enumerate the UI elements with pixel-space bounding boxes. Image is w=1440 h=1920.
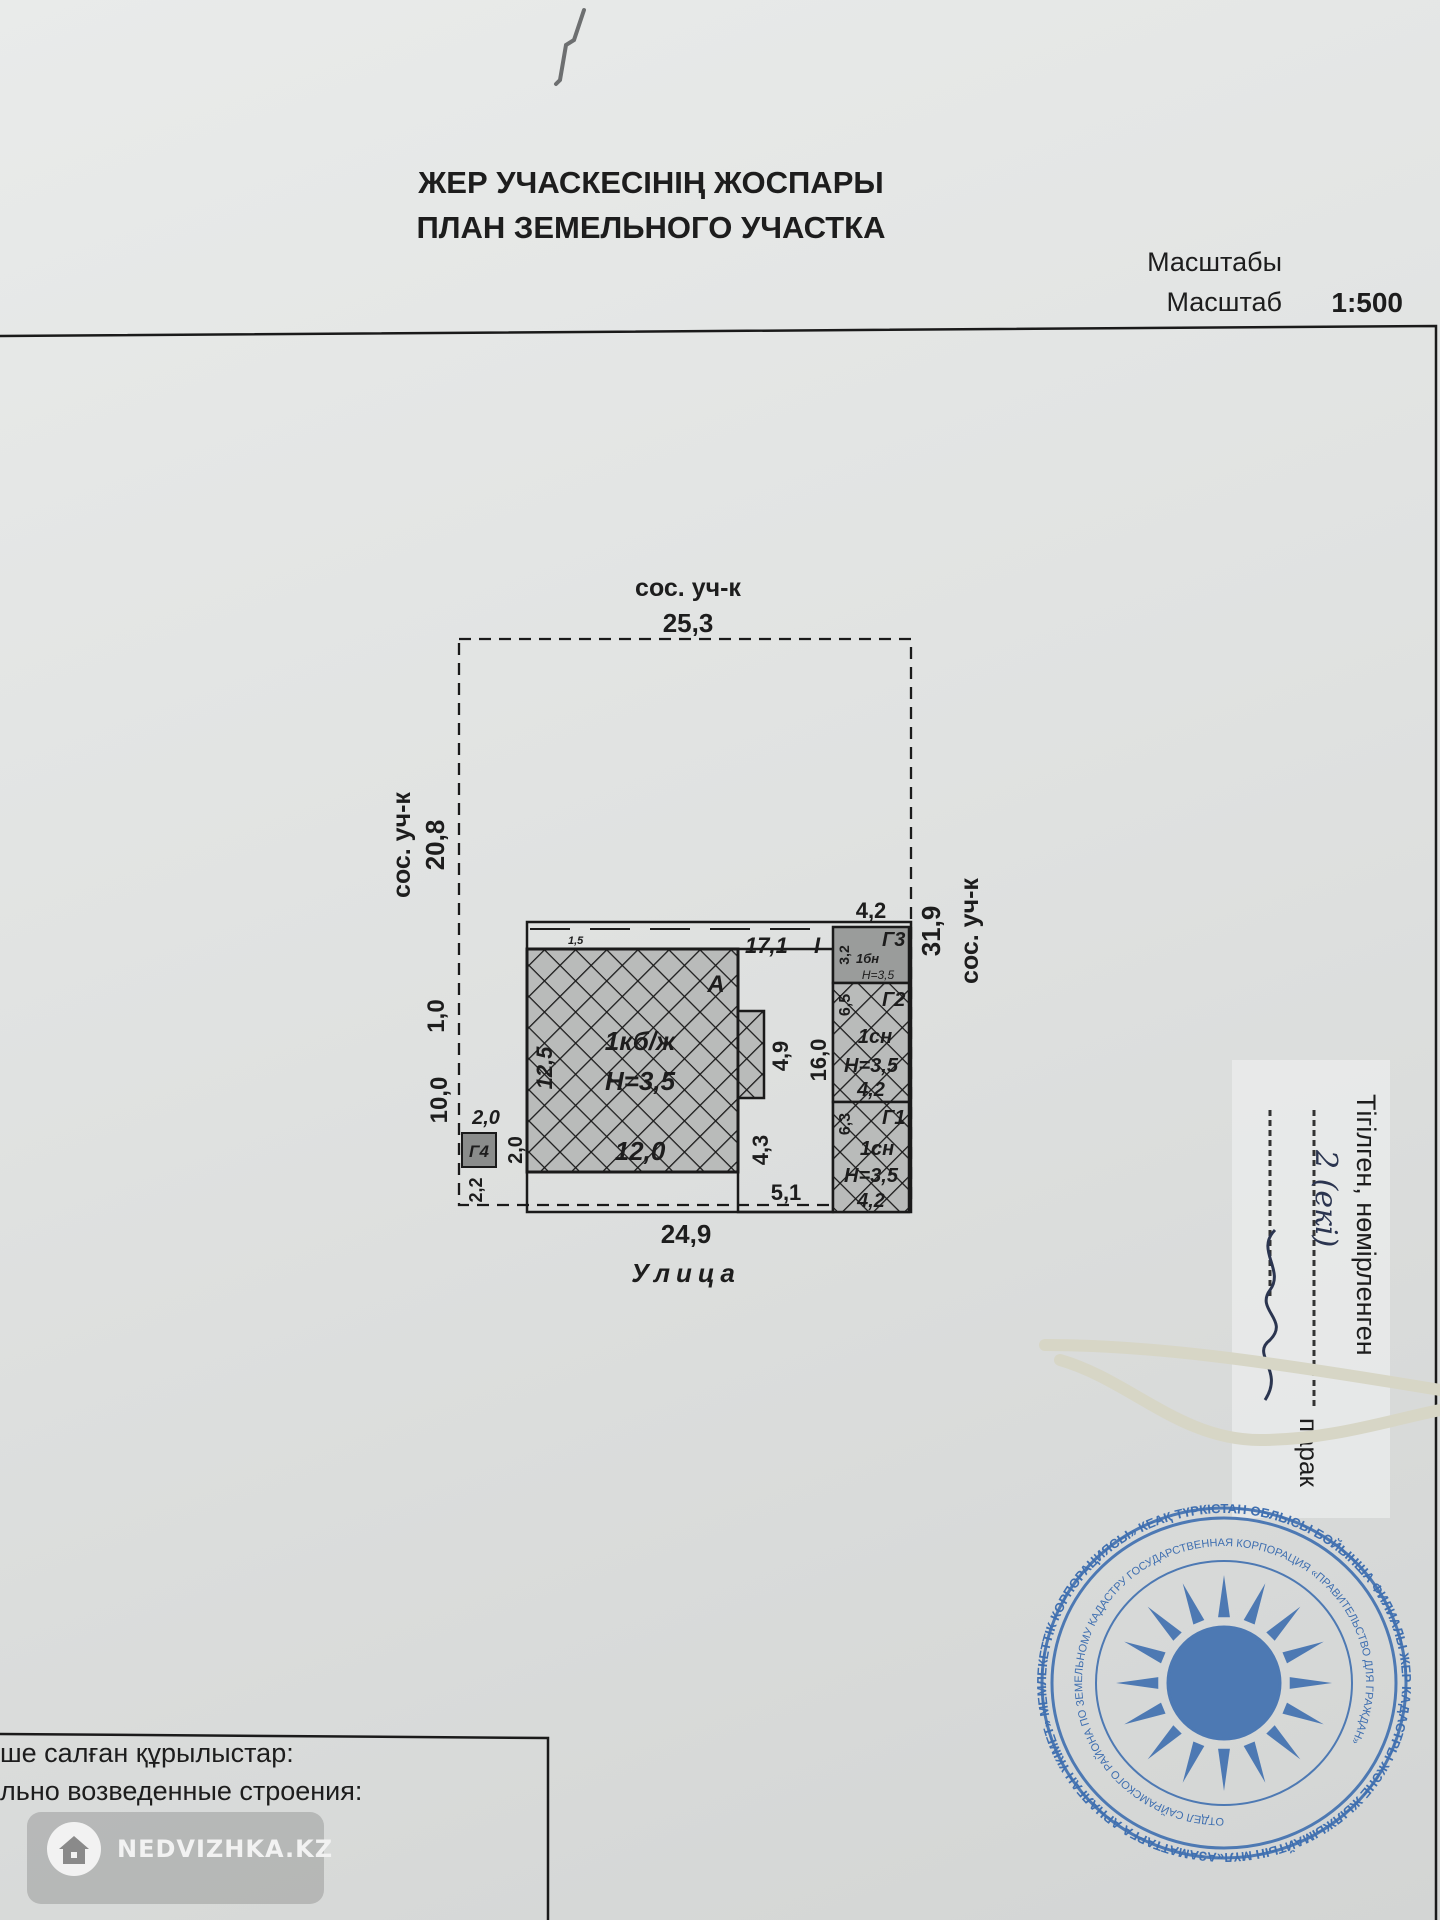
yard-length-label: 17,1 xyxy=(745,933,788,958)
house-annex xyxy=(736,1009,766,1100)
g1-material: 1сн xyxy=(860,1138,894,1160)
g3-name: Г3 xyxy=(882,929,905,951)
house-letter: А xyxy=(706,971,724,998)
street-label: Улица xyxy=(631,1258,741,1288)
house-code: 1кб/ж xyxy=(605,1026,677,1056)
binding-string xyxy=(1039,1339,1440,1447)
footer-line-kz: ше салған құрылыстар: xyxy=(0,1738,294,1768)
house-side-left: 2,0 xyxy=(505,1136,527,1164)
top-gap-label: 1,5 xyxy=(568,935,584,947)
lower-side: 4,3 xyxy=(748,1135,773,1166)
g2-depth: 6,5 xyxy=(837,994,854,1016)
g4-offset: 2,2 xyxy=(466,1177,486,1202)
stamp-ray xyxy=(1266,1725,1301,1760)
left-lower-label: 10,0 xyxy=(426,1077,453,1124)
g1-height: Н=3,5 xyxy=(844,1165,899,1187)
g3-depth: 3,2 xyxy=(836,945,852,965)
stamp-ray xyxy=(1243,1583,1266,1625)
yard-roman-label: I xyxy=(814,933,821,958)
footer-line-ru: льно возведенные строения: xyxy=(0,1776,362,1806)
left-length-label: 20,8 xyxy=(420,820,450,871)
title-kz: ЖЕР УЧАСКЕСІНІҢ ЖОСПАРЫ xyxy=(417,165,883,200)
stamp-ray xyxy=(1182,1741,1205,1783)
g2-material: 1сн xyxy=(858,1026,892,1048)
stamp-ray xyxy=(1266,1606,1301,1641)
stamp-outer-text: «АЗАМАТТАРҒА АРНАЛҒАН ҮКІМЕТ» МЕМЛЕКЕТТІ… xyxy=(0,0,1414,1865)
certification-text: Тігілген, нөмірленген xyxy=(1351,1094,1381,1356)
right-length-label: 31,9 xyxy=(916,906,946,957)
g3-material: 1бн xyxy=(856,951,879,966)
yard-bottom: 5,1 xyxy=(771,1180,802,1205)
stamp-sun-rays xyxy=(1116,1575,1332,1791)
footer-box xyxy=(0,1732,550,1920)
house-height: Н=3,5 xyxy=(605,1066,676,1096)
watermark-text: NEDVIZHKA.KZ xyxy=(117,1835,334,1863)
annex-depth: 4,9 xyxy=(768,1041,793,1072)
g1-depth: 6,3 xyxy=(837,1113,854,1135)
house-a xyxy=(525,947,740,1174)
official-stamp xyxy=(1040,1506,1408,1860)
stamp-ray xyxy=(1147,1725,1182,1760)
g4-width: 2,0 xyxy=(471,1107,500,1129)
paperclip-icon xyxy=(554,8,586,86)
stamp-ray xyxy=(1124,1702,1166,1725)
outbuilding-g4 xyxy=(461,1132,497,1168)
scale-label-ru: Масштаб xyxy=(1166,287,1282,317)
scale-label-kz: Масштабы xyxy=(1147,247,1282,277)
left-offset-label: 1,0 xyxy=(423,999,450,1032)
stamp-ray xyxy=(1282,1641,1324,1664)
stamp-ray xyxy=(1124,1641,1166,1664)
top-length-label: 25,3 xyxy=(663,608,714,638)
stamp-ray xyxy=(1147,1606,1182,1641)
right-neighbor-label: сос. уч-к xyxy=(956,878,984,984)
plot-boundary xyxy=(457,637,913,1207)
house-logo-icon xyxy=(47,1822,101,1876)
stamp-ray xyxy=(1116,1677,1159,1689)
g1-name: Г1 xyxy=(882,1107,905,1129)
house-width: 12,0 xyxy=(615,1136,666,1166)
top-neighbor-label: сос. уч-к xyxy=(635,574,741,602)
left-neighbor-label: сос. уч-к xyxy=(388,792,416,898)
title-ru: ПЛАН ЗЕМЕЛЬНОГО УЧАСТКА xyxy=(417,210,886,245)
g1-width: 4,2 xyxy=(856,1190,885,1212)
g3-width: 4,2 xyxy=(856,898,887,923)
scale-value: 1:500 xyxy=(1331,287,1403,318)
certification-count: 2 (екі) xyxy=(1308,1149,1343,1247)
g3-height: Н=3,5 xyxy=(862,968,895,982)
g4-name: Г4 xyxy=(469,1142,489,1161)
outbuilding-g1 xyxy=(831,1100,911,1214)
bottom-length-label: 24,9 xyxy=(661,1219,712,1249)
certification-unit: парак xyxy=(1294,1418,1324,1487)
stamp-ray xyxy=(1243,1741,1266,1783)
stamp-ray xyxy=(1289,1677,1332,1689)
outbuilding-g3 xyxy=(831,925,911,985)
g2-width: 4,2 xyxy=(856,1079,885,1101)
watermark: NEDVIZHKA.KZ xyxy=(27,1812,332,1904)
yard-depth: 16,0 xyxy=(806,1039,831,1082)
stamp-ray xyxy=(1218,1575,1230,1618)
g2-height: Н=3,5 xyxy=(844,1055,899,1077)
g2-name: Г2 xyxy=(882,989,905,1011)
stamp-ray xyxy=(1182,1583,1205,1625)
stamp-ray xyxy=(1282,1702,1324,1725)
stamp-ray xyxy=(1218,1748,1230,1791)
house-depth: 12,5 xyxy=(532,1046,557,1090)
